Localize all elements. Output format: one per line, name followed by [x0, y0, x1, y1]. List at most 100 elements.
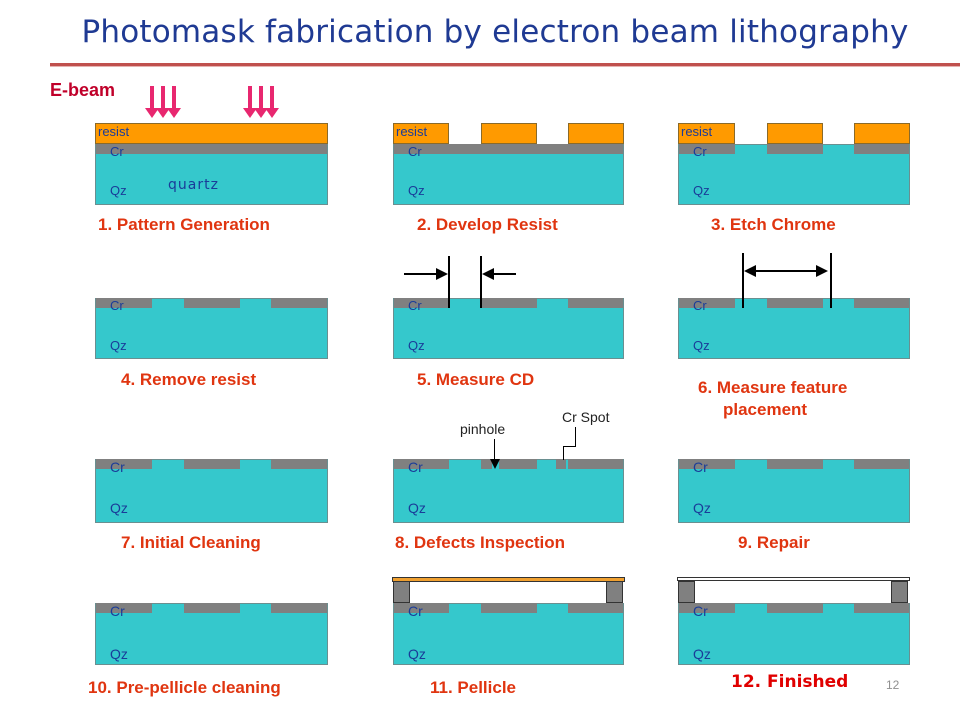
chrome-segment — [679, 144, 735, 154]
chrome-segment — [184, 603, 240, 613]
placement-marker-line — [742, 253, 744, 308]
quartz-label: Qz — [408, 646, 426, 662]
beam-arrow-icon — [156, 86, 170, 118]
chrome-segment — [96, 603, 152, 613]
step-label-12: 12. Finished — [731, 672, 849, 692]
arrow-down-icon — [490, 459, 500, 469]
quartz-label: Qz — [110, 338, 127, 353]
quartz-label: Qz — [693, 646, 711, 662]
chrome-label: Cr — [408, 298, 422, 313]
chrome-segment — [679, 298, 735, 308]
step-label-6: 6. Measure feature — [698, 378, 848, 397]
quartz-label: Qz — [408, 338, 425, 353]
chrome-segment — [568, 603, 623, 613]
step-label-4: 4. Remove resist — [121, 370, 257, 389]
chrome-segment — [394, 298, 449, 308]
quartz-label: Qz — [110, 500, 128, 516]
placement-marker-line — [830, 253, 832, 308]
chrome-segment — [481, 603, 537, 613]
pellicle-frame — [678, 581, 695, 603]
quartz-substrate — [95, 298, 328, 359]
resist-label: resist — [681, 124, 713, 139]
step-label-11: 11. Pellicle — [430, 678, 517, 697]
quartz-substrate — [393, 603, 624, 665]
pellicle-frame — [393, 581, 410, 603]
chrome-label: Cr — [408, 144, 422, 159]
cr-spot-defect — [556, 459, 566, 469]
chrome-segment — [394, 459, 449, 469]
chrome-segment — [767, 603, 823, 613]
resist-block — [854, 123, 910, 144]
quartz-label: Qz — [693, 500, 711, 516]
chrome-segment — [854, 603, 909, 613]
chrome-label: Cr — [110, 603, 125, 619]
pinhole-label: pinhole — [460, 421, 506, 437]
chrome-segment — [271, 603, 327, 613]
chrome-segment — [271, 298, 327, 308]
step-label-1: 1. Pattern Generation — [98, 215, 270, 234]
quartz-label: Qz — [408, 183, 425, 198]
chrome-segment — [767, 459, 823, 469]
chrome-label: Cr — [408, 603, 423, 619]
quartz-substrate — [393, 298, 624, 359]
step-label-6-cont: placement — [723, 400, 808, 419]
resist-block — [393, 123, 449, 144]
beam-arrow-icon — [167, 86, 181, 118]
cr-spot-pointer — [563, 446, 564, 460]
chrome-segment — [271, 459, 327, 469]
chrome-segment — [96, 298, 152, 308]
resist-layer — [95, 123, 328, 144]
resist-label: resist — [98, 124, 130, 139]
title-underline — [50, 63, 960, 66]
chrome-segment — [481, 459, 492, 469]
step-label-9: 9. Repair — [738, 533, 810, 552]
chrome-label: Cr — [110, 144, 124, 159]
chrome-segment — [96, 459, 152, 469]
chrome-layer — [394, 144, 623, 154]
quartz-substrate — [393, 144, 624, 205]
pellicle-film — [677, 577, 910, 581]
resist-block — [568, 123, 624, 144]
cr-spot-pointer — [575, 427, 576, 447]
beam-arrow-icon — [243, 86, 257, 118]
beam-arrow-icon — [254, 86, 268, 118]
chrome-label: Cr — [693, 144, 707, 159]
resist-block — [678, 123, 735, 144]
resist-block — [481, 123, 537, 144]
arrow-right-icon — [436, 268, 448, 280]
chrome-segment — [679, 459, 735, 469]
beam-arrow-icon — [265, 86, 279, 118]
quartz-substrate — [678, 603, 910, 665]
step-label-10: 10. Pre-pellicle cleaning — [88, 678, 281, 697]
quartz-substrate — [95, 144, 328, 205]
ebeam-label: E-beam — [50, 80, 116, 100]
quartz-label: Qz — [693, 338, 710, 353]
step-label-8: 8. Defects Inspection — [395, 533, 566, 552]
chrome-label: Cr — [110, 298, 124, 313]
quartz-substrate — [95, 459, 328, 523]
chrome-label: Cr — [693, 603, 708, 619]
quartz-label: Qz — [408, 500, 426, 516]
quartz-label: Qz — [110, 646, 128, 662]
chrome-segment — [481, 298, 537, 308]
chrome-segment — [568, 298, 623, 308]
chrome-label: Cr — [693, 459, 708, 475]
chrome-segment — [854, 144, 909, 154]
slide-title: Photomask fabrication by electron beam l… — [81, 14, 909, 50]
chrome-segment — [679, 603, 735, 613]
chrome-segment — [767, 144, 823, 154]
chrome-label: Cr — [110, 459, 125, 475]
resist-label: resist — [396, 124, 428, 139]
chrome-segment — [499, 459, 537, 469]
cr-spot-pointer — [563, 446, 576, 447]
cd-marker-line — [480, 256, 482, 308]
quartz-substrate — [393, 459, 624, 523]
chrome-label: Cr — [408, 459, 423, 475]
pellicle-frame — [891, 581, 908, 603]
pellicle-film — [392, 577, 625, 582]
chrome-segment — [767, 298, 823, 308]
quartz-annotation: quartz — [168, 177, 219, 193]
step-label-2: 2. Develop Resist — [417, 215, 558, 234]
step-label-3: 3. Etch Chrome — [711, 215, 836, 234]
cd-marker-line — [448, 256, 450, 308]
